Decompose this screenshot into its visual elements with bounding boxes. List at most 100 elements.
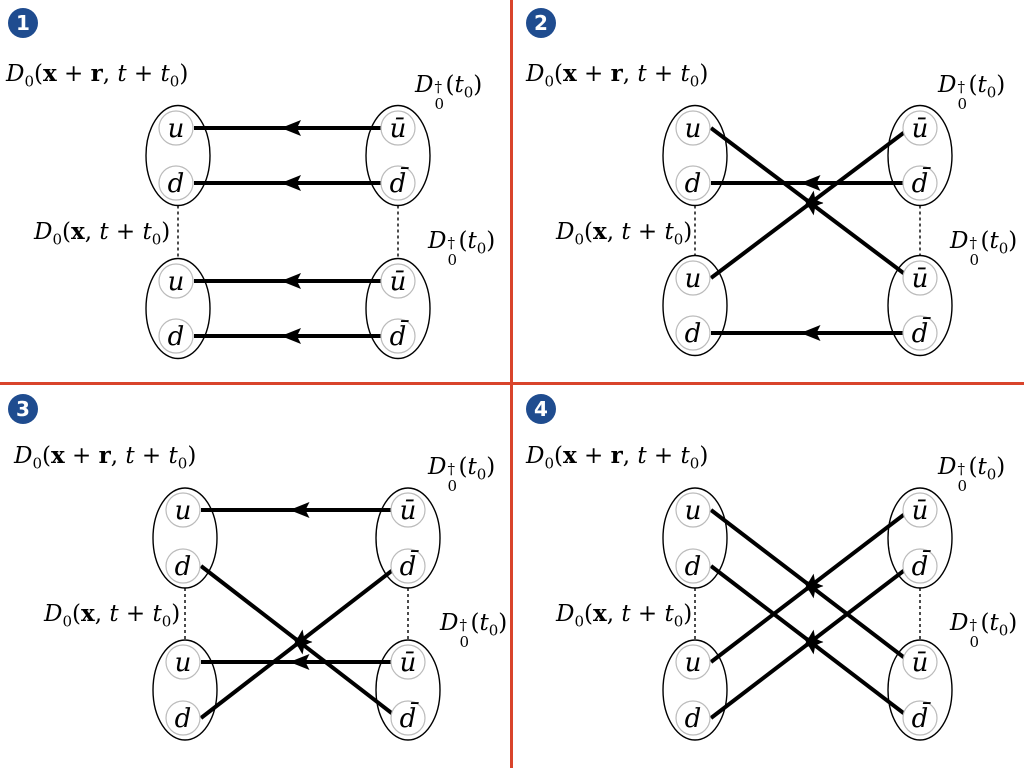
- propagator-arrowhead: [289, 654, 310, 670]
- quark-circle: [390, 548, 426, 584]
- quark-label-d: d: [175, 552, 192, 582]
- propagator-arrowhead: [289, 502, 310, 518]
- quark-line-diagram: u ū d d̄ u ū d d̄: [662, 487, 953, 741]
- quark-circle: [165, 644, 201, 680]
- quark-label-d: d: [168, 169, 185, 199]
- quark-label-dbar: d̄: [912, 701, 932, 734]
- quark-circle: [380, 165, 416, 201]
- source-operator-top-label: D†0(t0): [428, 454, 496, 495]
- quark-label-dbar: d̄: [400, 549, 420, 582]
- sink-operator-top-label: D0(x + r, t + t0): [526, 60, 709, 91]
- quark-label-d: d: [685, 169, 702, 199]
- quark-circle: [165, 548, 201, 584]
- propagator-arrowhead: [281, 273, 301, 289]
- sink-operator-top-label: D0(x + r, t + t0): [6, 60, 189, 91]
- quark-circle: [380, 263, 416, 299]
- quark-label-u: u: [685, 114, 702, 144]
- quark-circle: [380, 318, 416, 354]
- quark-circle: [390, 644, 426, 680]
- quark-circle: [165, 492, 201, 528]
- quark-label-ubar: ū: [912, 114, 929, 144]
- quark-circle: [902, 260, 938, 296]
- panel-number-badge: 1: [8, 8, 38, 38]
- quark-label-dbar: d̄: [390, 319, 410, 352]
- quark-line-diagram: u ū d d̄ u ū d d̄: [662, 104, 953, 357]
- quark-label-u: u: [685, 648, 702, 678]
- quark-circle: [165, 700, 201, 736]
- source-operator-bottom-label: D†0(t0): [950, 610, 1018, 651]
- quark-circle: [902, 700, 938, 736]
- propagator-arrowhead: [281, 120, 301, 136]
- panel-number-badge: 4: [526, 394, 556, 424]
- sink-operator-bottom-label: D0(x, t + t0): [556, 218, 693, 249]
- quark-circle: [675, 644, 711, 680]
- source-operator-top-label: D†0(t0): [938, 72, 1006, 113]
- source-operator-top-label: D†0(t0): [938, 454, 1006, 495]
- propagator-arrowhead: [800, 325, 821, 341]
- quark-circle: [675, 165, 711, 201]
- quark-label-ubar: ū: [390, 267, 407, 297]
- quark-label-d: d: [685, 319, 702, 349]
- quark-label-dbar: d̄: [912, 166, 932, 199]
- quark-circle: [380, 110, 416, 146]
- propagator-arrowhead: [800, 175, 821, 191]
- source-operator-top-label: D†0(t0): [415, 72, 483, 113]
- quark-label-d: d: [685, 552, 702, 582]
- quark-circle: [902, 548, 938, 584]
- quark-circle: [675, 492, 711, 528]
- quark-circle: [902, 644, 938, 680]
- quark-circle: [902, 110, 938, 146]
- quark-label-ubar: ū: [390, 114, 407, 144]
- quark-label-ubar: ū: [400, 496, 417, 526]
- quark-label-dbar: d̄: [912, 316, 932, 349]
- panel-number-badge: 2: [526, 8, 556, 38]
- panel-number-badge: 3: [8, 394, 38, 424]
- quark-label-u: u: [685, 264, 702, 294]
- propagator-arrowhead: [291, 629, 313, 649]
- source-operator-bottom-label: D†0(t0): [428, 228, 496, 269]
- propagator-arrowhead: [802, 573, 824, 593]
- quark-label-d: d: [168, 322, 185, 352]
- quark-label-dbar: d̄: [912, 549, 932, 582]
- quark-label-u: u: [175, 648, 192, 678]
- quark-label-ubar: ū: [912, 496, 929, 526]
- quark-circle: [158, 263, 194, 299]
- quark-label-ubar: ū: [912, 264, 929, 294]
- quark-circle: [902, 165, 938, 201]
- sink-operator-bottom-label: D0(x, t + t0): [556, 600, 693, 631]
- quark-label-u: u: [168, 267, 185, 297]
- source-operator-bottom-label: D†0(t0): [440, 610, 508, 651]
- quark-circle: [158, 165, 194, 201]
- quark-label-ubar: ū: [400, 648, 417, 678]
- quark-label-u: u: [685, 496, 702, 526]
- quark-circle: [158, 318, 194, 354]
- quark-label-ubar: ū: [912, 648, 929, 678]
- quark-label-d: d: [685, 704, 702, 734]
- sink-operator-bottom-label: D0(x, t + t0): [44, 600, 181, 631]
- quark-circle: [390, 492, 426, 528]
- sink-operator-top-label: D0(x + r, t + t0): [526, 442, 709, 473]
- quark-circle: [675, 700, 711, 736]
- quark-circle: [902, 492, 938, 528]
- propagator-arrowhead: [281, 175, 301, 191]
- quark-label-dbar: d̄: [390, 166, 410, 199]
- quark-label-u: u: [175, 496, 192, 526]
- quark-circle: [675, 110, 711, 146]
- quark-circle: [675, 548, 711, 584]
- quark-circle: [158, 110, 194, 146]
- quark-label-dbar: d̄: [400, 701, 420, 734]
- quark-circle: [390, 700, 426, 736]
- propagator-arrowhead: [802, 190, 824, 210]
- propagator-arrowhead: [281, 328, 301, 344]
- horizontal-divider: [0, 382, 1024, 385]
- sink-operator-bottom-label: D0(x, t + t0): [34, 218, 171, 249]
- quark-circle: [675, 260, 711, 296]
- quark-circle: [675, 315, 711, 351]
- sink-operator-top-label: D0(x + r, t + t0): [14, 442, 197, 473]
